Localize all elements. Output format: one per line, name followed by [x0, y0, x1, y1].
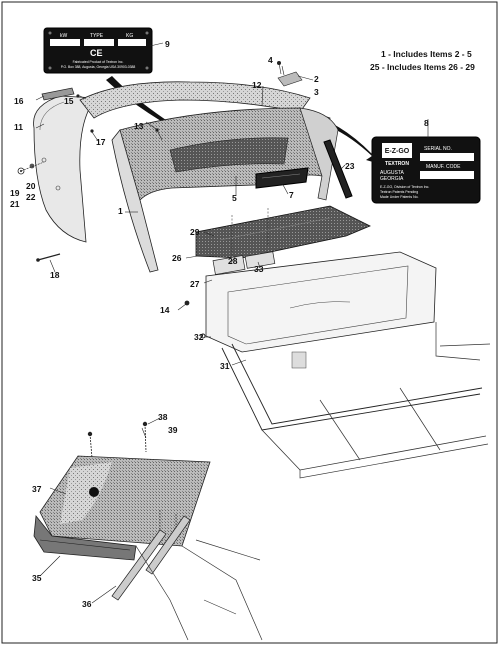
callout-c5: 5 — [232, 193, 237, 203]
callout-numbers: 9 4 2 3 12 16 15 13 11 17 8 23 19 20 21 … — [10, 39, 429, 609]
floorboard-and-frame — [184, 251, 491, 479]
plate-fine-print: P.O. Box 388, Augusta, Georgia USA 30903… — [61, 65, 136, 69]
dash-assembly — [17, 61, 353, 273]
callout-c38: 38 — [158, 412, 168, 422]
callout-c32: 32 — [194, 332, 204, 342]
note-line: 25 - Includes Items 26 - 29 — [370, 62, 475, 72]
callout-c12: 12 — [252, 80, 262, 90]
notes-block: 1 - Includes Items 2 - 5 25 - Includes I… — [370, 49, 475, 72]
plate-header: KG — [126, 33, 133, 39]
floor-mat-assembly — [195, 205, 371, 275]
callout-c16: 16 — [14, 96, 24, 106]
note-line: 1 - Includes Items 2 - 5 — [381, 49, 472, 59]
callout-c8: 8 — [424, 118, 429, 128]
lower-detail-assembly — [33, 421, 263, 641]
serial-number-plate: E-Z-GO TEXTRON SERIAL NO. AUGUSTA GEORGI… — [371, 136, 481, 204]
callout-c1: 1 — [118, 206, 123, 216]
plate-header: kW — [60, 33, 68, 39]
ce-mark: CE — [90, 48, 103, 58]
plate-fine-print: Fabricated Product of Textron Inc. — [73, 60, 124, 64]
plate-city: AUGUSTA — [380, 170, 404, 176]
callout-c14: 14 — [160, 305, 170, 315]
plate-fine-print: Textron Patents Pending — [380, 190, 418, 194]
callout-c20: 20 — [26, 181, 36, 191]
callout-c33: 33 — [254, 264, 264, 274]
callout-c31: 31 — [220, 361, 230, 371]
plate-header: TYPE — [90, 33, 104, 39]
ce-data-plate: kW TYPE KG CE Fabricated Product of Text… — [43, 27, 153, 74]
plate-brand: E-Z-GO — [385, 148, 410, 155]
plate-serial-label: SERIAL NO. — [424, 146, 452, 152]
callout-c35: 35 — [32, 573, 42, 583]
callout-c28: 28 — [228, 256, 238, 266]
callout-c29: 29 — [190, 227, 200, 237]
callout-c11: 11 — [14, 122, 23, 132]
callout-c26: 26 — [172, 253, 182, 263]
callout-c9: 9 — [165, 39, 170, 49]
callout-c2: 2 — [314, 74, 319, 84]
leader-lines — [35, 42, 429, 604]
plate-manuf-label: MANUF. CODE — [426, 164, 461, 170]
callout-c19: 19 — [10, 188, 20, 198]
callout-c3: 3 — [314, 87, 319, 97]
callout-c21: 21 — [10, 199, 20, 209]
plate-fine-print: Made Under Patents No. — [380, 195, 419, 199]
callout-c36: 36 — [82, 599, 92, 609]
callout-c39: 39 — [168, 425, 178, 435]
callout-c37: 37 — [32, 484, 42, 494]
plate-sub-brand: TEXTRON — [385, 161, 409, 167]
callout-c22: 22 — [26, 192, 36, 202]
callout-c23: 23 — [345, 161, 355, 171]
callout-c27: 27 — [190, 279, 200, 289]
callout-c15: 15 — [64, 96, 74, 106]
callout-c13: 13 — [134, 121, 144, 131]
callout-c18: 18 — [50, 270, 60, 280]
plate-state: GEORGIA — [380, 176, 404, 182]
callout-c4: 4 — [268, 55, 273, 65]
plate-fine-print: E-Z-GO, Division of Textron Inc. — [380, 185, 429, 189]
callout-c17: 17 — [96, 137, 106, 147]
callout-c7: 7 — [289, 190, 294, 200]
